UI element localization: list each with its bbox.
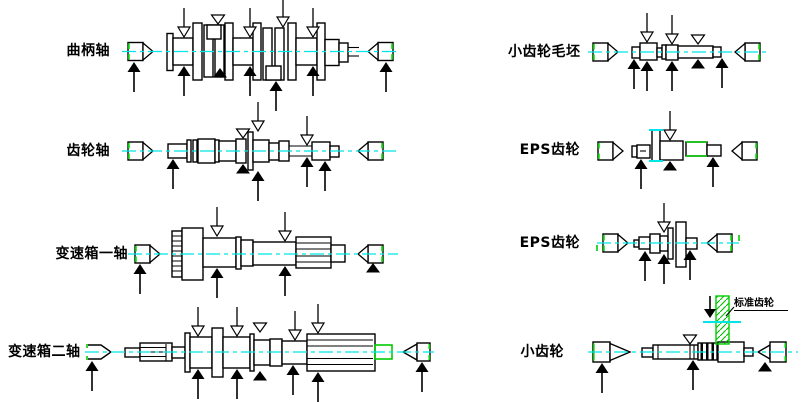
diagram-label-gearbox-shaft-2: 变速箱二轴 — [8, 344, 81, 360]
support-arrow-icon — [285, 364, 301, 396]
pinion-gear-diagram — [588, 295, 798, 394]
diagram-label-crankshaft: 曲柄轴 — [66, 43, 110, 59]
crankshaft-diagram — [122, 0, 398, 112]
support-arrow-icon — [84, 360, 100, 392]
diagram-label-gearbox-shaft-1: 变速箱一轴 — [55, 246, 128, 262]
support-arrow-icon — [229, 368, 245, 400]
clamp-arrows — [210, 206, 292, 242]
support-arrow-icon — [626, 58, 642, 90]
support-arrow-icon — [633, 158, 649, 190]
shaft-profile — [171, 227, 346, 281]
diagram-label-eps-gear-2: EPS齿轮 — [519, 235, 580, 251]
clamp-arrow-icon — [300, 115, 314, 146]
support-arrow-icon — [176, 65, 192, 97]
diagram-label-gear-shaft: 齿轮轴 — [66, 143, 110, 159]
support-arrow-icon — [639, 60, 655, 92]
support-arrow-icon — [637, 250, 653, 282]
support-arrow-icon — [414, 361, 430, 393]
diagram-label-pinion-gear-blank: 小齿轮毛坯 — [508, 44, 581, 60]
clamp-arrow-icon — [276, 0, 290, 28]
support-arrow-icon — [190, 368, 206, 400]
support-arrows — [633, 156, 721, 190]
pinion-gear-blank-diagram — [588, 12, 770, 92]
support-arrow-icon — [310, 371, 326, 402]
support-arrow-icon — [378, 61, 394, 93]
locator-pad-icon — [690, 34, 706, 45]
support-arrow-icon — [132, 263, 148, 295]
standard-gear-bar — [703, 295, 741, 345]
support-arrow-icon — [705, 156, 721, 188]
support-arrows — [84, 360, 430, 402]
support-arrows — [626, 57, 730, 92]
clamp-arrow-icon — [251, 101, 265, 132]
press-arrow-icon — [704, 309, 716, 318]
clamp-arrow-icon — [665, 14, 679, 45]
gearbox-shaft-1-diagram — [128, 206, 398, 299]
clamp-arrow-icon — [177, 7, 191, 38]
support-arrow-icon — [299, 156, 315, 188]
support-pad-icon — [253, 371, 267, 381]
locator-pad-icon — [252, 322, 268, 333]
support-arrow-icon — [664, 60, 680, 92]
support-pad-icon — [366, 263, 380, 273]
eps-gear-2-diagram — [596, 202, 740, 285]
support-arrow-icon — [277, 265, 293, 297]
gearbox-shaft-2-diagram — [84, 303, 434, 402]
support-arrows — [594, 359, 772, 394]
clamp-arrow-icon — [230, 306, 244, 337]
clamp-arrow-icon — [191, 306, 205, 337]
support-arrow-icon — [165, 158, 181, 190]
clamp-arrow-icon — [311, 303, 325, 334]
clamp-arrows — [682, 334, 698, 345]
locator-pad-icon — [210, 14, 226, 25]
support-arrow-icon — [209, 267, 225, 299]
diagram-label-pinion-gear: 小齿轮 — [520, 344, 564, 360]
gear-shaft-diagram — [122, 101, 396, 202]
shaft-profile — [631, 129, 722, 162]
right-center-icon — [731, 141, 758, 161]
support-pad-icon — [758, 362, 772, 372]
clamp-arrow-icon — [663, 110, 677, 141]
clamp-arrows — [640, 12, 706, 45]
standard-gear-annotation: 标准齿轮 — [734, 294, 788, 311]
support-arrow-icon — [594, 362, 610, 394]
clamp-arrows — [663, 110, 677, 141]
clamp-arrow-icon — [278, 211, 292, 242]
support-pad-icon — [663, 161, 677, 171]
eps-gear-1-diagram — [597, 110, 758, 190]
clamp-arrow-icon — [210, 206, 224, 237]
support-arrow-icon — [268, 80, 284, 112]
locator-pad-icon — [682, 334, 698, 345]
diagram-label-eps-gear-1: EPS齿轮 — [519, 142, 580, 158]
support-arrow-icon — [250, 170, 266, 202]
support-arrow-icon — [714, 57, 730, 89]
support-pad-icon — [691, 59, 705, 69]
annotation-leader-line — [725, 306, 735, 317]
support-arrow-icon — [685, 359, 701, 391]
clamp-arrow-icon — [640, 12, 654, 43]
left-center-icon — [597, 141, 624, 161]
clamp-arrow-icon — [288, 310, 302, 341]
support-arrow-icon — [126, 61, 142, 93]
support-arrow-icon — [317, 160, 333, 192]
support-arrows — [132, 263, 380, 299]
